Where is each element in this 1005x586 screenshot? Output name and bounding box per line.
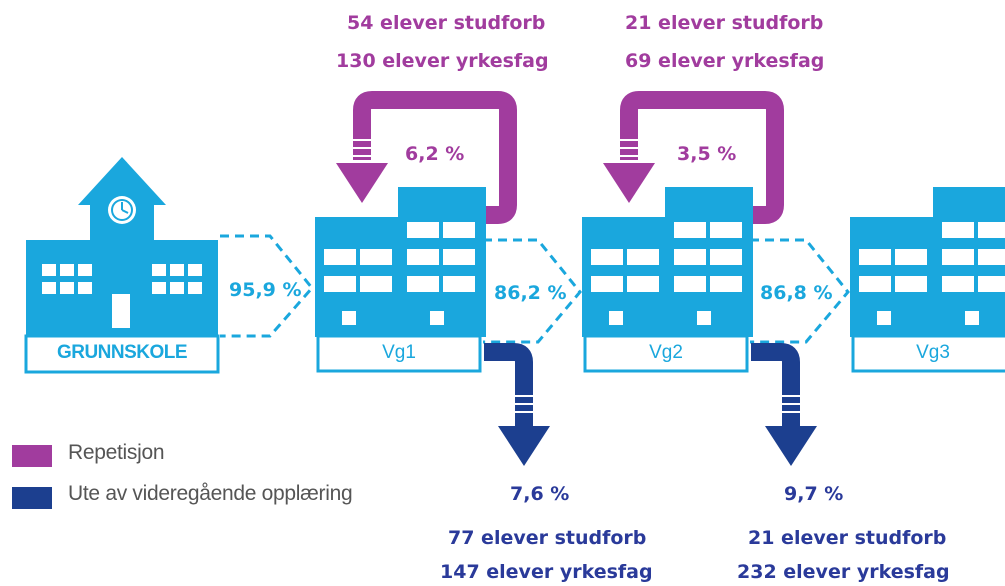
vg1-windows (324, 222, 475, 325)
legend-swatch-repetition (12, 445, 52, 467)
dropout-vg2-studforb: 21 elever studforb (748, 527, 947, 549)
dropout-vg2-percent: 9,7 % (784, 483, 844, 505)
repetition-vg2-percent: 3,5 % (677, 143, 737, 165)
dropout-arrow-vg2 (751, 343, 817, 466)
vg1-nameplate (316, 334, 482, 373)
vg2-nameplate (583, 334, 749, 373)
transition-percent-grunnskole-vg1: 95,9 % (229, 279, 302, 301)
dropout-vg1-percent: 7,6 % (510, 483, 570, 505)
repetition-vg1-percent: 6,2 % (405, 143, 465, 165)
vg1-label: Vg1 (382, 342, 416, 363)
vg3-label: Vg3 (916, 342, 950, 363)
vg2-label: Vg2 (649, 342, 683, 363)
grunnskole-nameplate (24, 334, 220, 374)
dropout-arrow-vg1 (484, 343, 550, 466)
grunnskole-windows (42, 264, 202, 328)
repetition-vg1-yrkesfag: 130 elever yrkesfag (336, 50, 549, 72)
transition-percent-vg2-vg3: 86,8 % (760, 282, 833, 304)
repetition-vg1-studforb: 54 elever studforb (347, 12, 546, 34)
transition-percent-vg1-vg2: 86,2 % (494, 282, 567, 304)
repetition-arrow-vg2 (603, 91, 784, 224)
legend-label-dropout: Ute av videregående opplæring (68, 482, 353, 505)
repetition-vg2-studforb: 21 elever studforb (625, 12, 824, 34)
transition-arrow-vg2-vg3 (750, 238, 850, 344)
transition-arrow-vg1-vg2 (483, 238, 582, 344)
repetition-arrow-vg1 (336, 91, 517, 224)
dropout-vg1-studforb: 77 elever studforb (448, 527, 647, 549)
vg2-windows (591, 222, 742, 325)
dropout-vg2-yrkesfag: 232 elever yrkesfag (737, 561, 950, 583)
repetition-vg2-yrkesfag: 69 elever yrkesfag (625, 50, 825, 72)
legend-label-repetition: Repetisjon (68, 441, 165, 464)
dropout-vg1-yrkesfag: 147 elever yrkesfag (440, 561, 653, 583)
legend-swatch-dropout (12, 487, 52, 509)
grunnskole-label: GRUNNSKOLE (56, 342, 188, 363)
transition-arrow-grunnskole-vg1 (220, 234, 314, 338)
vg3-nameplate (851, 334, 1005, 373)
clock-icon (108, 196, 136, 224)
vg3-windows (859, 222, 1005, 325)
